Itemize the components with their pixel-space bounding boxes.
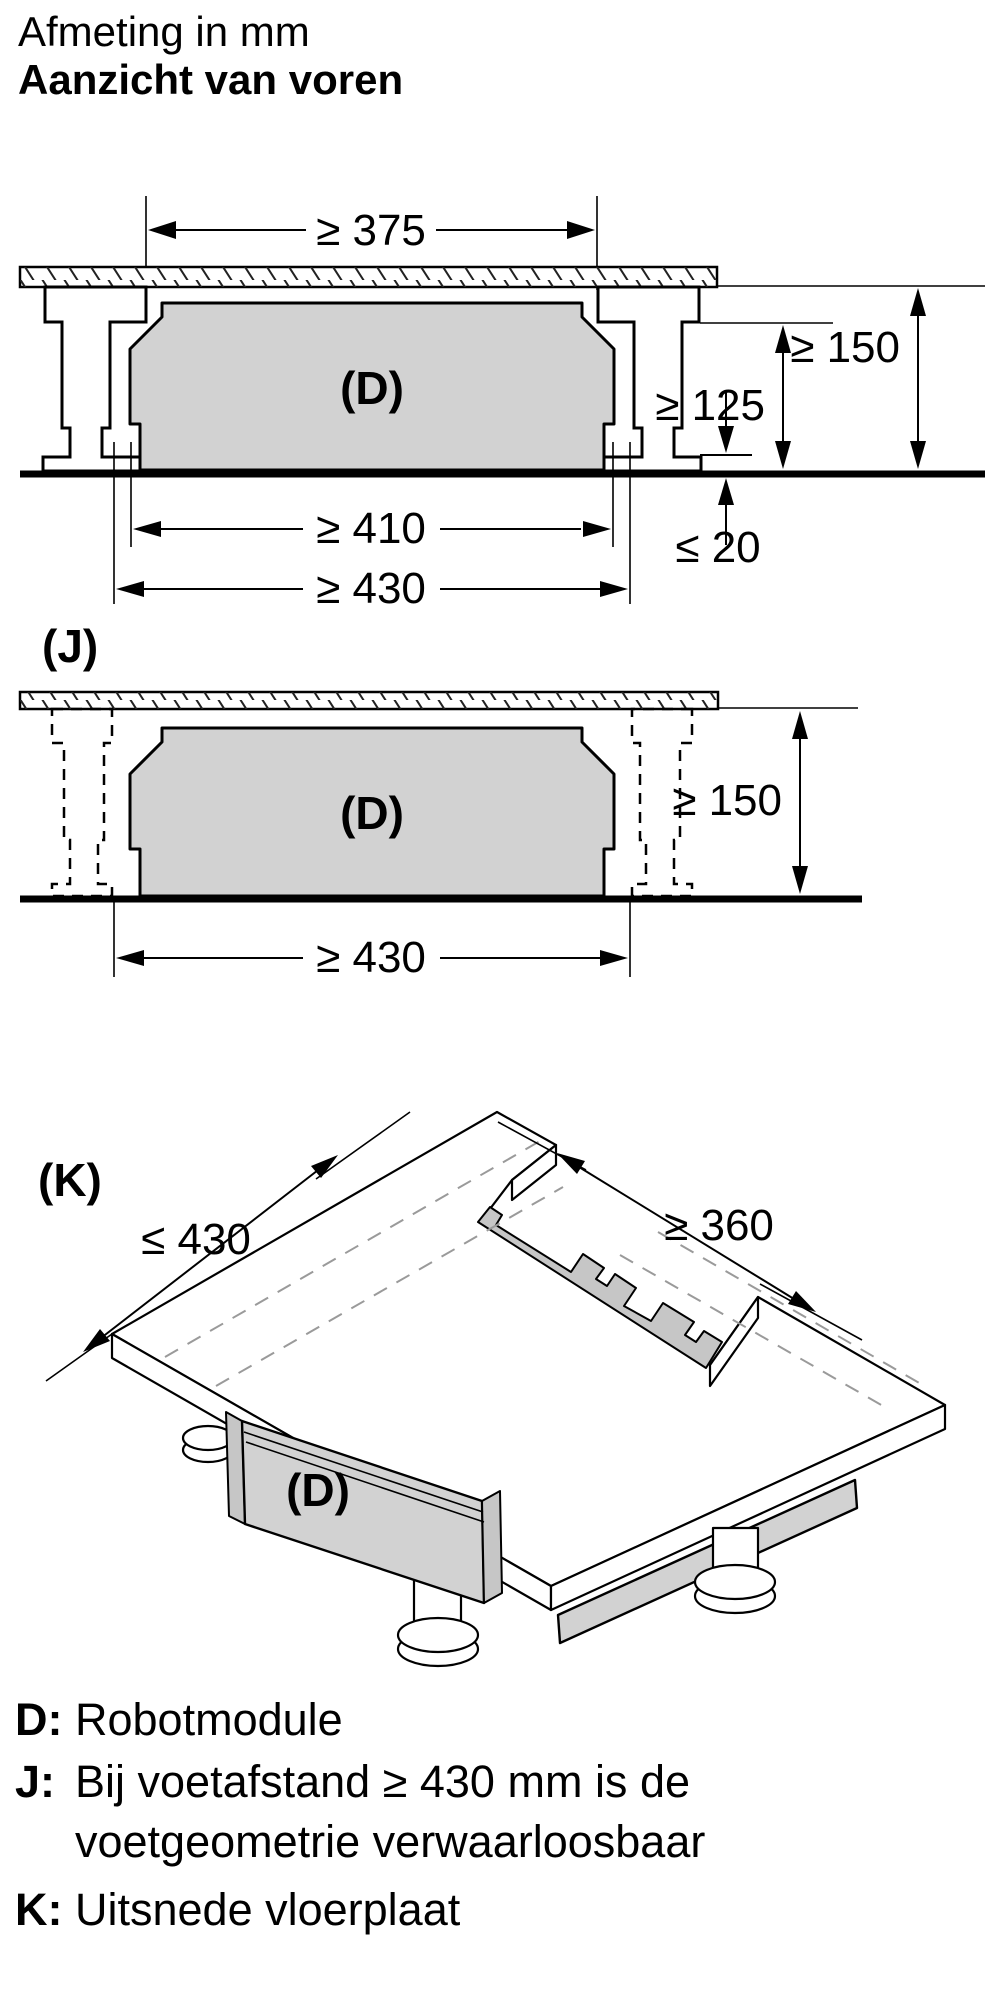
dimension-height-total: ≥ 150: [790, 288, 926, 469]
dimension-height-foot: ≥ 125: [655, 325, 791, 469]
legend-text-j-line2: voetgeometrie verwaarloosbaar: [75, 1816, 706, 1867]
dim-label-150-j: ≥ 150: [672, 776, 782, 825]
legend: D: Robotmodule J: Bij voetafstand ≥ 430 …: [15, 1690, 955, 1940]
legend-row-j: J: Bij voetafstand ≥ 430 mm is de voetge…: [15, 1752, 955, 1872]
dimension-width-inner: ≥ 410: [133, 504, 611, 553]
robot-module-front: [128, 301, 616, 472]
module-right-endcap: [481, 1490, 503, 1604]
hidden-module-outline: [164, 1140, 929, 1411]
dim-label-125: ≥ 125: [655, 381, 765, 430]
module-underside-band: [556, 1478, 859, 1645]
plate-tab-face: [510, 1143, 558, 1202]
left-foot-dashed: [50, 707, 114, 898]
view-k-label: (K): [38, 1154, 102, 1206]
legend-row-d: D: Robotmodule: [15, 1690, 955, 1750]
dim-label-430-k: ≤ 430: [141, 1215, 251, 1264]
dimension-top-width: ≥ 375: [145, 196, 598, 290]
legend-key-k: K:: [15, 1884, 63, 1935]
legend-row-k: K: Uitsnede vloerplaat: [15, 1880, 955, 1940]
dim-label-410: ≥ 410: [316, 504, 426, 553]
hatched-ceiling-plate: [18, 265, 985, 324]
right-round-foot: [693, 1526, 777, 1615]
dimension-height-j: ≥ 150: [672, 711, 808, 894]
legend-text-j: Bij voetafstand ≥ 430 mm is de voetgeome…: [75, 1752, 955, 1872]
hatched-ceiling-plate-j: [18, 690, 858, 711]
dim-label-20: ≤ 20: [675, 523, 760, 572]
left-round-foot: [181, 1424, 235, 1464]
dim-label-430-j: ≥ 430: [316, 933, 426, 982]
view-j-label: (J): [42, 620, 98, 672]
cutout-right-face: [708, 1295, 760, 1388]
legend-text-j-line1: Bij voetafstand ≥ 430 mm is de: [75, 1756, 690, 1807]
dim-label-430: ≥ 430: [316, 564, 426, 613]
dimension-width-j: ≥ 430: [116, 933, 628, 982]
module-label-d-j: (D): [340, 787, 404, 839]
dimension-base-offset: ≤ 20: [675, 390, 761, 572]
title-view: Aanzicht van voren: [18, 56, 404, 103]
legend-key-j: J:: [15, 1756, 56, 1807]
module-label-d-k: (D): [286, 1464, 350, 1516]
dim-label-150: ≥ 150: [790, 323, 900, 372]
dimension-cutout-width-k: ≥ 360: [497, 1121, 863, 1341]
view-k-diagram: (K): [38, 1110, 947, 1668]
legend-text-k: Uitsnede vloerplaat: [75, 1884, 461, 1935]
dim-label-375: ≥ 375: [316, 206, 426, 255]
center-round-foot: [396, 1558, 480, 1668]
cutout-serrated-edge: [477, 1206, 723, 1369]
module-label-d: (D): [340, 362, 404, 414]
dimension-plate-width-k: ≤ 430: [45, 1111, 411, 1382]
plate-front-right-face: [549, 1403, 947, 1612]
dim-label-360-k: ≥ 360: [664, 1201, 774, 1250]
dimension-width-outer: ≥ 430: [116, 564, 628, 613]
view-j-diagram: (J) (D) ≥ 150 ≥ 430: [18, 620, 862, 982]
title-units: Afmeting in mm: [18, 8, 310, 55]
legend-key-d: D:: [15, 1694, 63, 1745]
front-view-diagram: ≥ 375 (D) ≥: [18, 196, 985, 613]
legend-text-d: Robotmodule: [75, 1694, 343, 1745]
